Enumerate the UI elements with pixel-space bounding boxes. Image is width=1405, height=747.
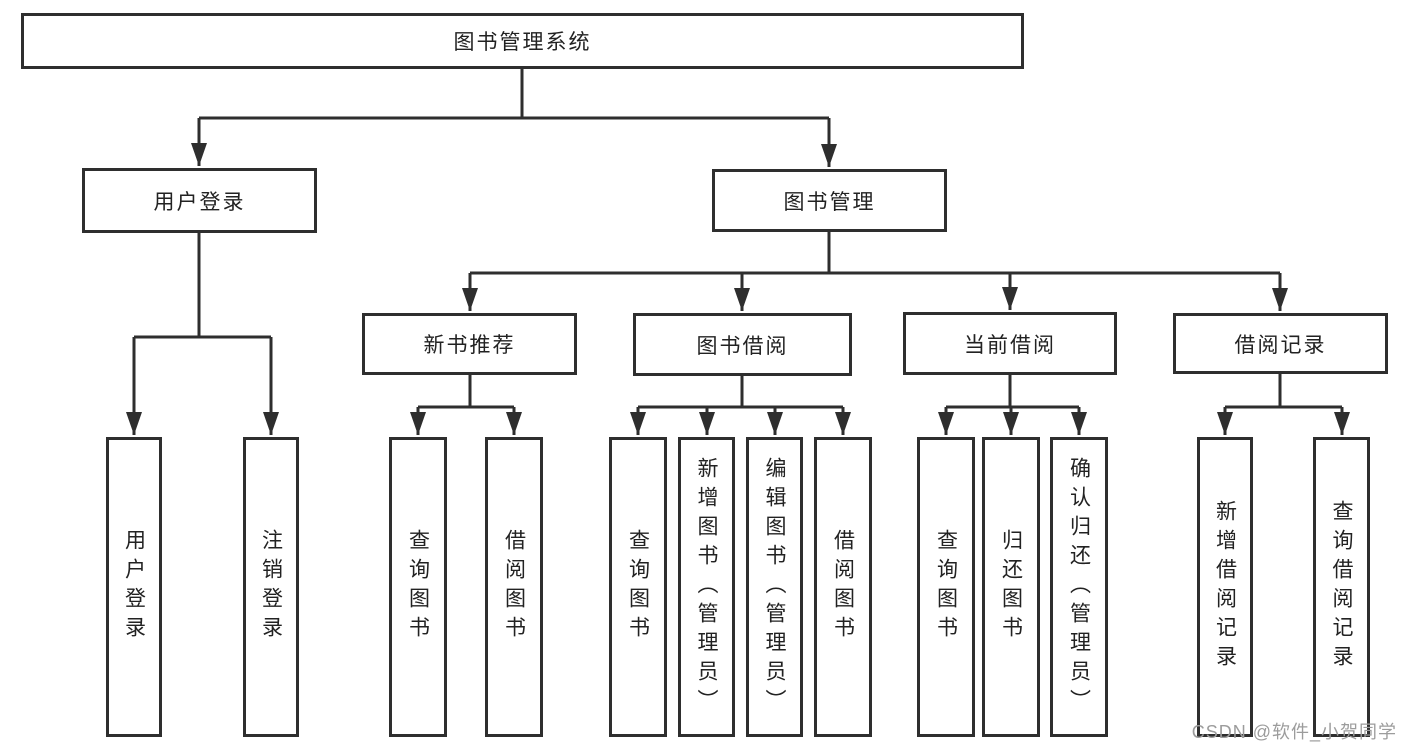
leaf-user-login: 用户登录 xyxy=(106,437,162,737)
connector-new-books-split xyxy=(410,375,522,435)
leaf-new-books-borrow: 借阅图书 xyxy=(485,437,543,737)
connector-borrow-records-split xyxy=(1217,374,1350,435)
node-book-borrow: 图书借阅 xyxy=(633,313,852,376)
csdn-watermark: CSDN @软件_小贺同学 xyxy=(1191,722,1397,742)
node-borrow-records: 借阅记录 xyxy=(1173,313,1388,374)
leaf-records-query: 查询借阅记录 xyxy=(1313,437,1370,737)
connector-user-login-split xyxy=(126,233,279,435)
node-current-borrow: 当前借阅 xyxy=(903,312,1117,375)
connector-root-split xyxy=(191,69,837,167)
connector-book-borrow-split xyxy=(630,376,851,435)
leaf-current-return: 归还图书 xyxy=(982,437,1040,737)
leaf-current-confirm-admin: 确认归还（管理员） xyxy=(1050,437,1108,737)
leaf-new-books-query: 查询图书 xyxy=(389,437,447,737)
node-root-system: 图书管理系统 xyxy=(21,13,1024,69)
leaf-borrow-add-admin: 新增图书（管理员） xyxy=(678,437,735,737)
connector-book-mgmt-split xyxy=(462,232,1288,311)
leaf-current-query: 查询图书 xyxy=(917,437,975,737)
leaf-logout: 注销登录 xyxy=(243,437,299,737)
node-book-mgmt: 图书管理 xyxy=(712,169,947,232)
connector-current-borrow-split xyxy=(938,375,1087,435)
leaf-borrow-query: 查询图书 xyxy=(609,437,667,737)
leaf-borrow-edit-admin: 编辑图书（管理员） xyxy=(746,437,803,737)
node-new-books: 新书推荐 xyxy=(362,313,577,375)
node-user-login: 用户登录 xyxy=(82,168,317,233)
leaf-records-add: 新增借阅记录 xyxy=(1197,437,1253,737)
leaf-borrow-book: 借阅图书 xyxy=(814,437,872,737)
